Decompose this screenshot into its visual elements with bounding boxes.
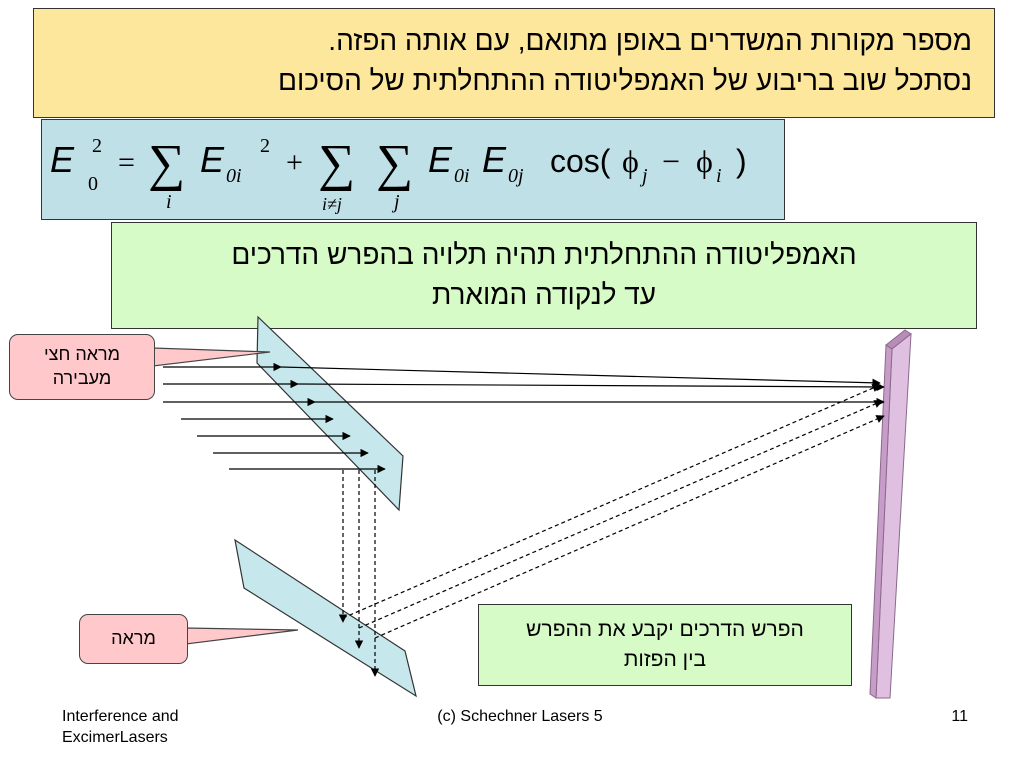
half-mirror	[256, 315, 404, 512]
title-box: מספר מקורות המשדרים באופן מתואם, עם אותה…	[33, 8, 995, 118]
formula-box: E 2 0 = ∑ i E 0i 2 + ∑ i≠j ∑ j E 0i E 0j…	[41, 119, 785, 220]
formula-phi-j-sub: j	[639, 165, 648, 187]
formula-plus: +	[286, 146, 303, 179]
formula-cos: cos(	[550, 143, 611, 179]
footer-left-line-2: ExcimerLasers	[62, 729, 168, 746]
callout-half-line-2: מעבירה	[52, 368, 112, 388]
path-note-line-2: בין הפזות	[623, 648, 707, 671]
sigma-3-index: j	[391, 191, 400, 213]
note-box: האמפליטודה ההתחלתית תהיה תלויה בהפרש הדר…	[111, 222, 977, 329]
formula-e0: E	[50, 139, 75, 180]
callout-half-mirror: מראה חצי מעבירה	[9, 334, 155, 400]
note-line-1: האמפליטודה ההתחלתית תהיה תלויה בהפרש הדר…	[231, 239, 857, 270]
returning-beams	[342, 384, 885, 639]
callout-mirror-label: מראה	[111, 628, 156, 648]
formula-svg: E 2 0 = ∑ i E 0i 2 + ∑ i≠j ∑ j E 0i E 0j…	[50, 135, 747, 214]
title-line-1: מספר מקורות המשדרים באופן מתואם, עם אותה…	[328, 25, 972, 56]
formula-e0i-power: 2	[260, 135, 270, 157]
callout-half-pointer	[152, 347, 271, 367]
path-note-line-1: הפרש הדרכים יקבע את ההפרש	[526, 618, 804, 641]
formula-e0i-sub: 0i	[226, 165, 242, 187]
sigma-2: ∑	[318, 135, 355, 192]
screen	[869, 329, 912, 699]
path-difference-note: הפרש הדרכים יקבע את ההפרש בין הפזות	[478, 604, 852, 686]
formula-e0-sub: 0	[88, 173, 98, 195]
formula-e0j-sub: 0j	[508, 165, 524, 187]
reflected-beams	[338, 470, 380, 677]
formula-close-paren: )	[736, 143, 747, 179]
sigma-3: ∑	[376, 135, 413, 192]
sigma-1: ∑	[148, 135, 185, 192]
footer-center: (c) Schechner Lasers 5	[437, 708, 603, 725]
sigma-1-index: i	[166, 191, 172, 213]
callout-mirror: מראה	[79, 614, 188, 664]
note-line-2: עד לנקודה המוארת	[431, 279, 657, 310]
formula-minus: −	[662, 143, 680, 179]
formula-e0j: E	[482, 139, 507, 180]
formula-e0i-b: E	[428, 139, 453, 180]
callout-mirror-pointer	[185, 627, 299, 645]
callout-half-line-1: מראה חצי	[43, 344, 121, 364]
formula-e0i-b-sub: 0i	[454, 165, 470, 187]
formula-e0-power: 2	[92, 135, 102, 157]
footer-left: Interference and ExcimerLasers	[62, 706, 242, 748]
incident-beams	[163, 362, 386, 474]
transmitted-beams	[280, 366, 885, 407]
title-line-2: נסתכל שוב בריבוע של האמפליטודה ההתחלתית …	[278, 65, 972, 96]
footer-left-line-1: Interference and	[62, 708, 179, 725]
sigma-2-index: i≠j	[322, 194, 342, 214]
formula-e0i: E	[200, 139, 225, 180]
mirror	[234, 538, 417, 698]
formula-phi-j: ϕ	[622, 143, 639, 179]
formula-phi-i-sub: i	[716, 165, 722, 187]
formula-phi-i: ϕ	[696, 143, 713, 179]
formula-equals: =	[118, 146, 135, 179]
page-number: 11	[951, 708, 968, 725]
